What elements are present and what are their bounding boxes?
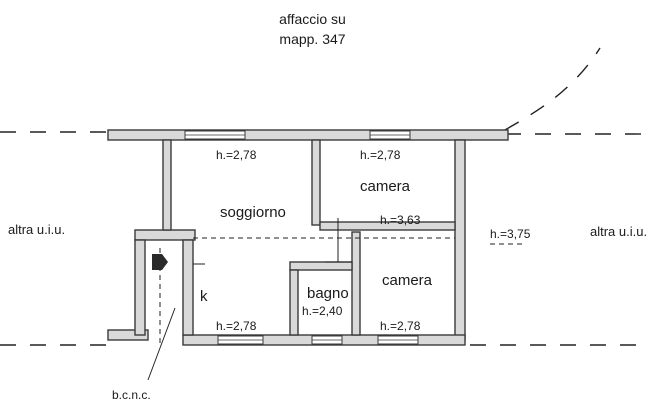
side-label-right: altra u.i.u. <box>590 224 648 239</box>
bcnc-leader-line <box>147 307 176 381</box>
window-lines <box>185 134 418 341</box>
room-bagno: bagno <box>307 285 349 302</box>
room-camera-bottom: camera <box>382 272 433 289</box>
header-line-1: affaccio su <box>279 11 346 27</box>
interior-dashed-lines <box>159 237 525 345</box>
height-bagno: h.=2,40 <box>302 304 343 318</box>
room-soggiorno: soggiorno <box>220 204 286 221</box>
header-line-2: mapp. 347 <box>279 31 346 47</box>
property-lines <box>0 47 650 346</box>
room-camera-top: camera <box>360 178 411 195</box>
height-corridor: h.=3,63 <box>380 213 421 227</box>
height-camera-bottom: h.=2,78 <box>380 319 421 333</box>
height-soggiorno: h.=2,78 <box>216 148 257 162</box>
height-kitchen: h.=2,78 <box>216 319 257 333</box>
entrance-arrow-icon <box>152 254 168 270</box>
room-kitchen: k <box>200 288 208 305</box>
door-marks <box>193 218 352 265</box>
side-label-left: altra u.i.u. <box>8 222 66 237</box>
height-exterior: h.=3,75 <box>490 227 531 241</box>
common-area-label: b.c.n.c. <box>112 388 151 402</box>
height-camera-top: h.=2,78 <box>360 148 401 162</box>
